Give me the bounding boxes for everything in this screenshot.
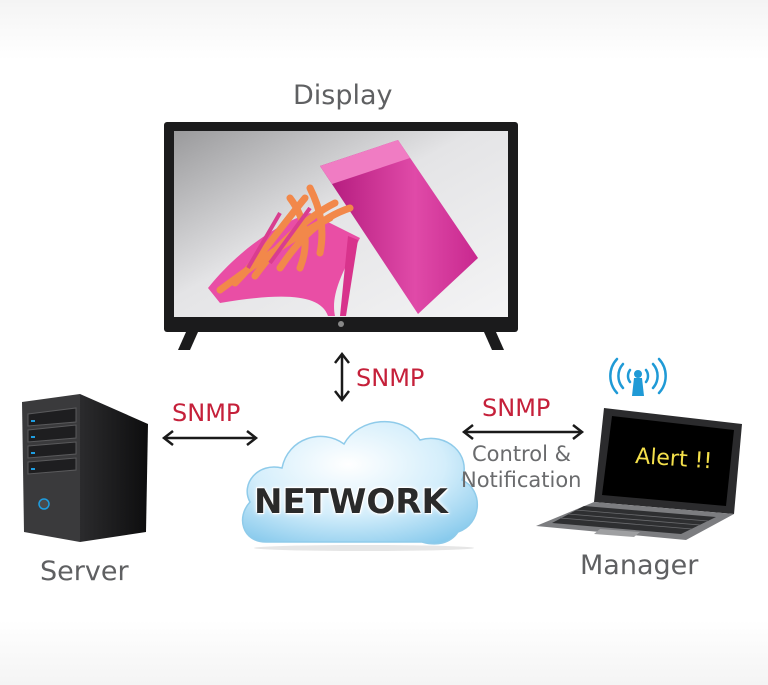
server-label: Server	[40, 556, 129, 587]
arrow-display-network-icon	[334, 351, 350, 403]
network-cloud-image	[241, 420, 478, 551]
snmp-display-label: SNMP	[356, 364, 425, 392]
notification-label: Notification	[461, 468, 582, 492]
arrow-network-manager-icon	[461, 424, 585, 440]
tv-display-image	[164, 122, 518, 350]
server-tower-image	[22, 394, 148, 542]
arrow-server-network-icon	[161, 430, 259, 446]
manager-laptop-image	[536, 408, 742, 540]
snmp-server-label: SNMP	[172, 399, 241, 427]
control-label: Control &	[472, 442, 571, 466]
snmp-manager-label: SNMP	[482, 394, 551, 422]
wireless-beacon-icon	[609, 357, 667, 396]
alert-screen-text: Alert !!	[634, 444, 713, 475]
display-label: Display	[293, 80, 393, 111]
network-label: NETWORK	[254, 482, 448, 522]
manager-label: Manager	[580, 550, 699, 581]
